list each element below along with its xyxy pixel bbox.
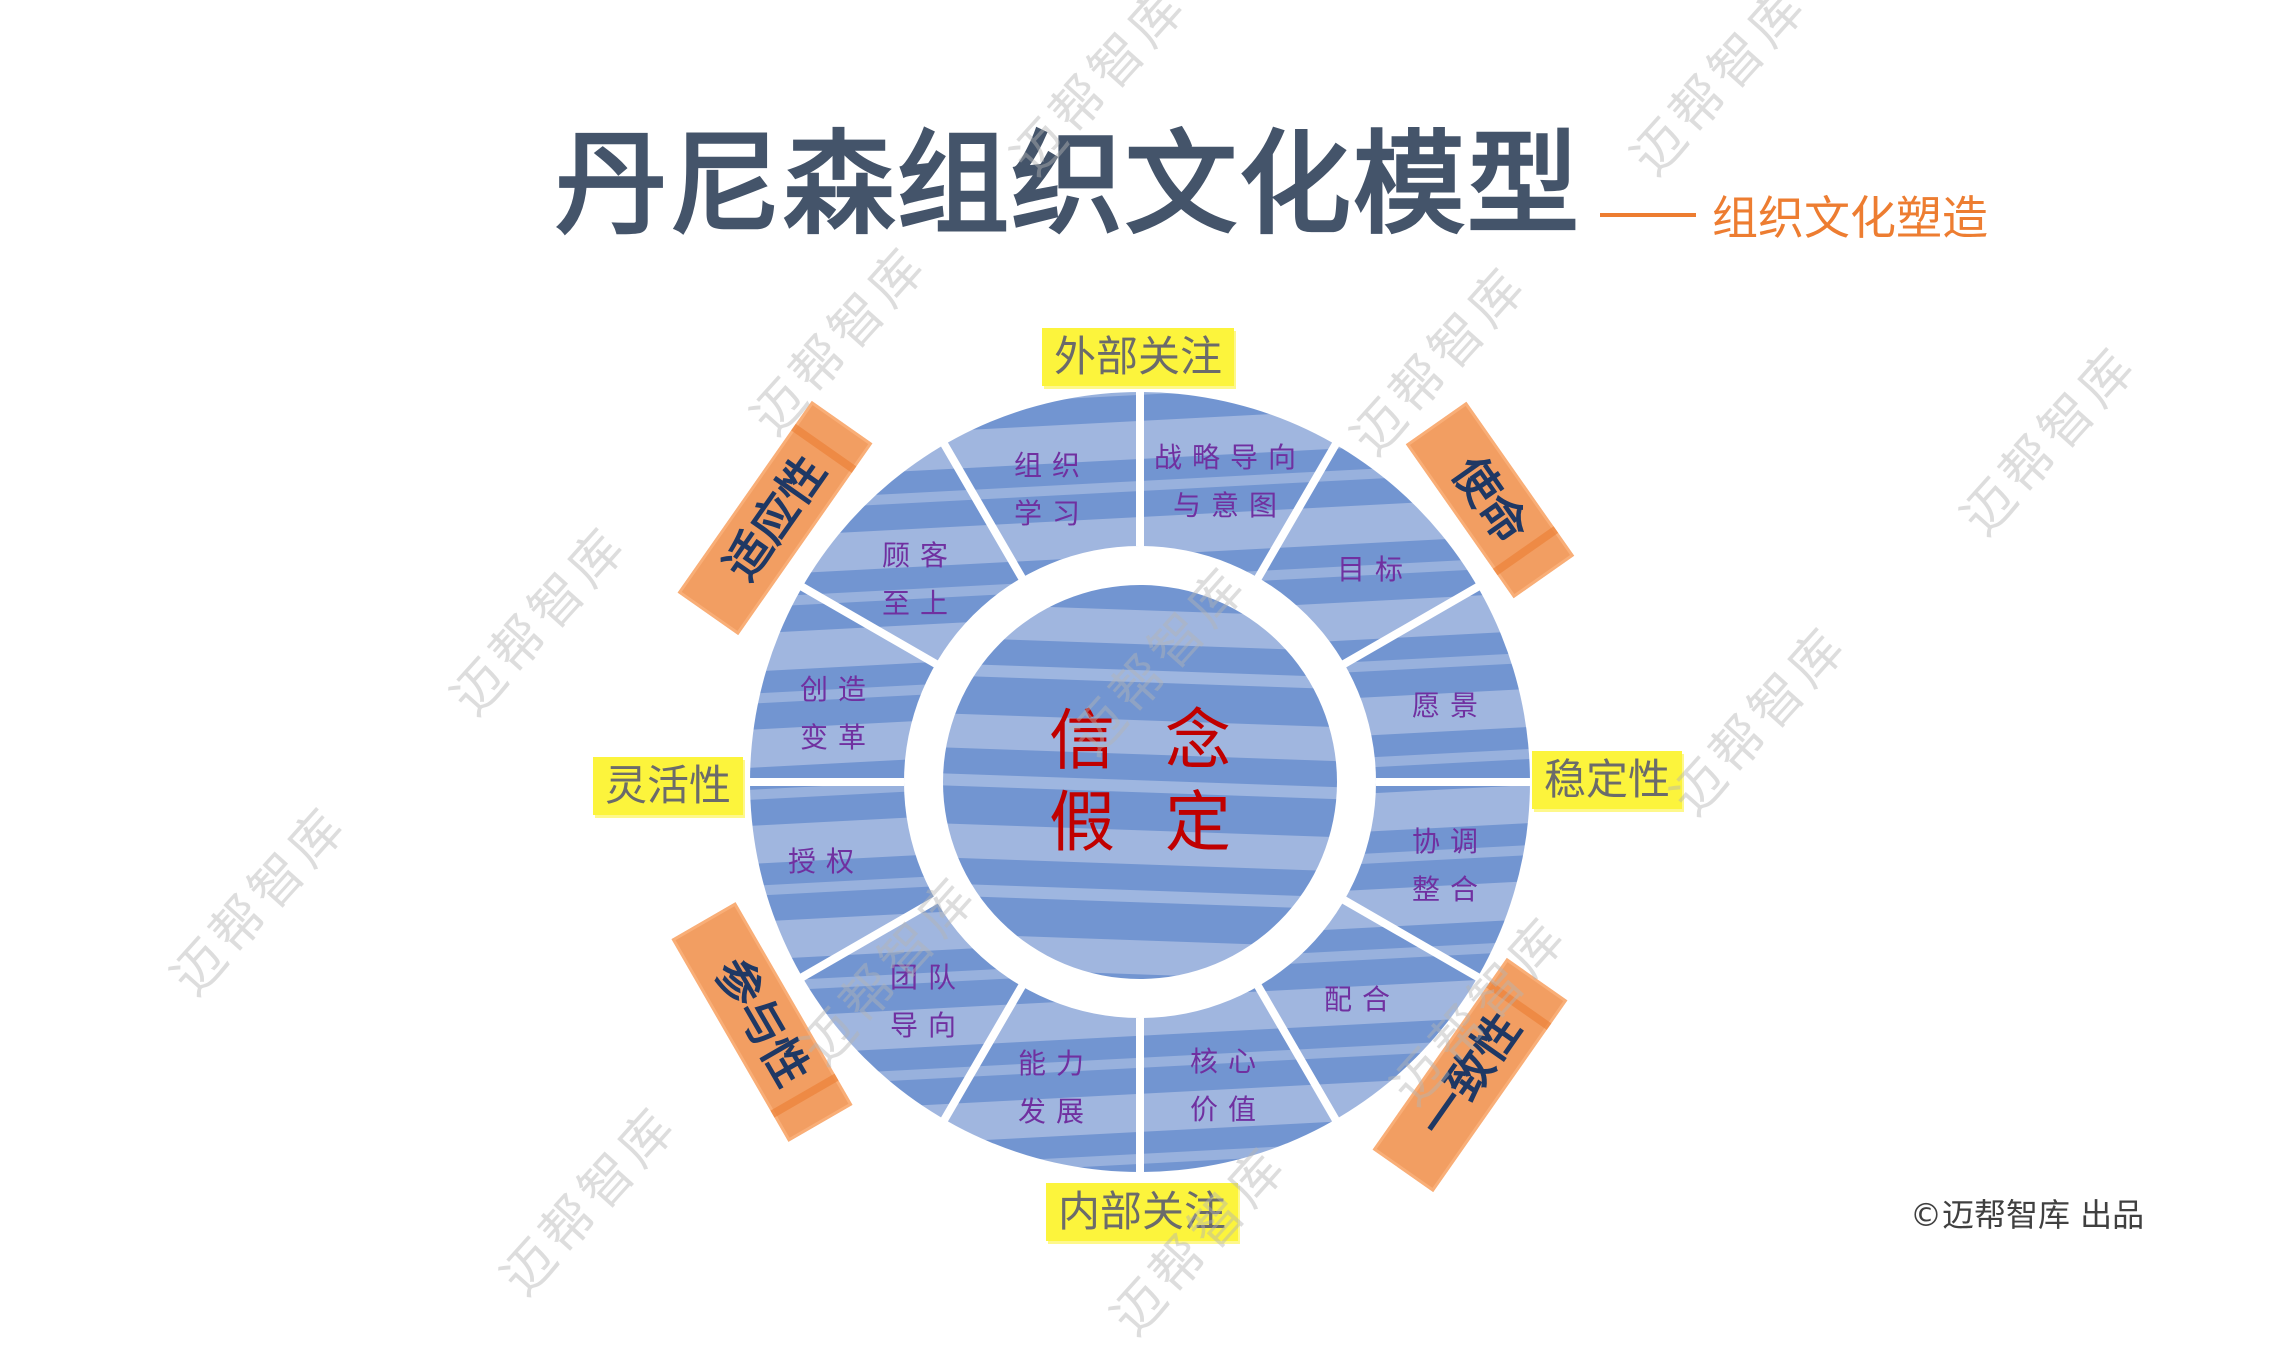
core-line-2: 假定 [1049, 784, 1281, 861]
page-title: 丹尼森组织文化模型 [555, 120, 1581, 250]
page-subtitle: 组织文化塑造 [1600, 182, 1988, 248]
segment-dividers [746, 388, 1534, 1176]
core-circle [943, 585, 1337, 979]
segment-capability-development: 能力 发展 [1017, 1047, 1095, 1128]
segment-empowerment: 授权 [787, 845, 865, 878]
segment-vision: 愿景 [1411, 689, 1489, 722]
axis-internal-focus: 内部关注 [1045, 1183, 1239, 1241]
segment-agreement: 配合 [1323, 983, 1401, 1016]
segment-goals: 目标 [1336, 553, 1414, 586]
segment-customer-focus: 顾客 至上 [881, 539, 959, 620]
segment-strategic-direction: 战略导向 与意图 [1153, 441, 1307, 522]
core-beliefs-assumptions: 信念 假定 [999, 700, 1281, 864]
core-line-1: 信念 [1049, 702, 1281, 779]
segment-core-values: 核心 价值 [1189, 1045, 1267, 1126]
segment-organizational-learning: 组织 学习 [1013, 449, 1091, 530]
axis-stability: 稳定性 [1531, 751, 1683, 809]
segment-coordination: 协调 整合 [1411, 825, 1489, 906]
credit-text: ©迈帮智库 出品 [1910, 1196, 2145, 1234]
segment-team-orientation: 团队 导向 [889, 961, 967, 1042]
denison-wheel [746, 388, 1534, 1176]
axis-flexibility: 灵活性 [592, 757, 744, 815]
axis-external-focus: 外部关注 [1041, 328, 1235, 386]
subtitle-dash [1600, 213, 1696, 217]
segment-creating-change: 创造 变革 [799, 673, 877, 754]
subtitle-text: 组织文化塑造 [1712, 191, 1988, 245]
